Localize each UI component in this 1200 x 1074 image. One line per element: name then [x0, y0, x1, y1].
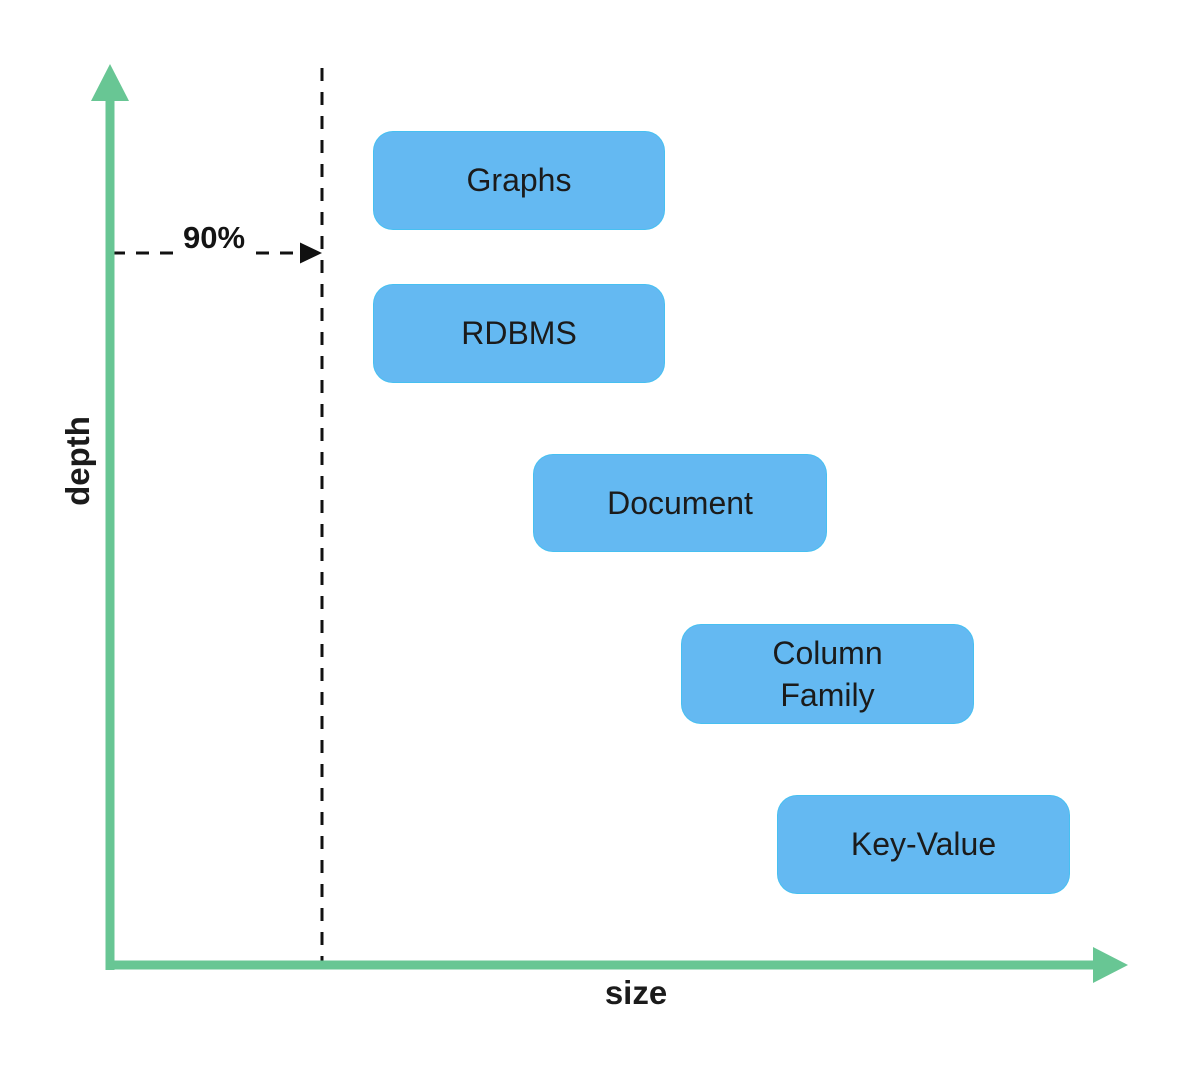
threshold-percent-label: 90% — [178, 220, 250, 256]
node-key-value: Key-Value — [777, 795, 1070, 894]
x-axis-label: size — [604, 974, 668, 1011]
y-axis-arrowhead-icon — [91, 64, 129, 101]
node-document: Document — [533, 454, 827, 552]
node-column-family: Column Family — [681, 624, 974, 724]
threshold-arrowhead-icon — [300, 242, 322, 264]
y-axis-label: depth — [59, 416, 96, 506]
node-rdbms: RDBMS — [373, 284, 665, 383]
node-graphs: Graphs — [373, 131, 665, 230]
x-axis-arrowhead-icon — [1093, 947, 1128, 983]
